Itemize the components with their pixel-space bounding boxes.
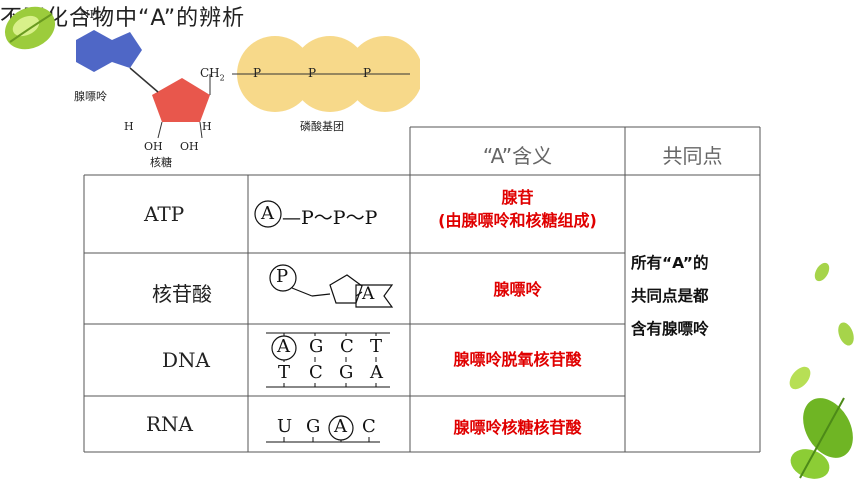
leaf-decoration-topleft-icon [4,6,56,50]
ribose-ring [152,78,210,122]
dna-top-base: G [309,336,324,357]
rna-base: C [362,416,376,437]
rna-base: G [306,416,321,437]
meaning-atp-line2: (由腺嘌呤和核糖组成) [438,211,597,230]
nucleotide-a-letter: A [362,284,375,304]
row-label-nucleotide: 核苷酸 [152,282,212,306]
dna-bottom-base: T [278,362,291,383]
row-label-dna: DNA [162,348,210,372]
nucleotide-sugar-pentagon [329,274,363,304]
phosphorus-2-label: P [308,66,317,80]
phosphorus-1-label: P [253,66,262,80]
rna-base: A [334,416,347,437]
rna-adenine-circle [328,415,354,441]
dna-adenine-circle [271,335,297,361]
common-point-text: 所有“A”的 共同点是都 含有腺嘌呤 [631,247,749,346]
atp-structure-diagram [76,30,420,139]
dna-top-base: T [370,336,383,357]
dna-top-base: A [277,336,290,357]
nh2-label: NH2 [80,8,105,24]
nucleotide-phosphate-circle [269,264,297,292]
h-label-left: H [124,120,134,133]
row-label-atp: ATP [144,202,185,226]
ch2-label: CH2 [200,66,225,83]
phosphorus-3-label: P [363,66,372,80]
meaning-atp-line1: 腺苷 [501,188,534,207]
dna-bottom-base: A [370,362,383,383]
oh-label-right: OH [180,140,199,153]
h-label-right: H [202,120,212,133]
nucleotide-base-box [355,284,394,308]
nucleotide-p-letter: P [276,266,289,287]
row-label-rna: RNA [146,412,194,436]
rna-base: U [277,416,293,437]
atp-adenosine-circle [254,200,282,228]
phosphate-group-label: 磷酸基团 [300,120,344,133]
meaning-rna: 腺嘌呤核糖核苷酸 [453,418,582,437]
meaning-dna: 腺嘌呤脱氧核苷酸 [453,350,582,369]
adenine-label: 腺嘌呤 [74,90,107,103]
header-common: 共同点 [662,144,723,168]
header-meaning: “A”含义 [482,144,553,168]
atp-formula-a: A [261,203,274,224]
adenine-ring [76,30,112,72]
meaning-nucleotide: 腺嘌呤 [493,280,542,299]
leaf-decoration-bottomright-icon [789,262,854,479]
common-line: 含有腺嘌呤 [631,320,709,338]
atp-formula-phosphates: —P～P～P [282,207,378,229]
meaning-atp: 腺苷 (由腺嘌呤和核糖组成) [410,186,625,232]
common-line: 所有“A”的 [631,254,709,272]
dna-top-base: C [340,336,354,357]
ribose-label: 核糖 [150,156,172,169]
dna-bottom-base: C [309,362,323,383]
dna-bottom-base: G [339,362,354,383]
common-line: 共同点是都 [631,287,709,305]
oh-label-left: OH [144,140,163,153]
